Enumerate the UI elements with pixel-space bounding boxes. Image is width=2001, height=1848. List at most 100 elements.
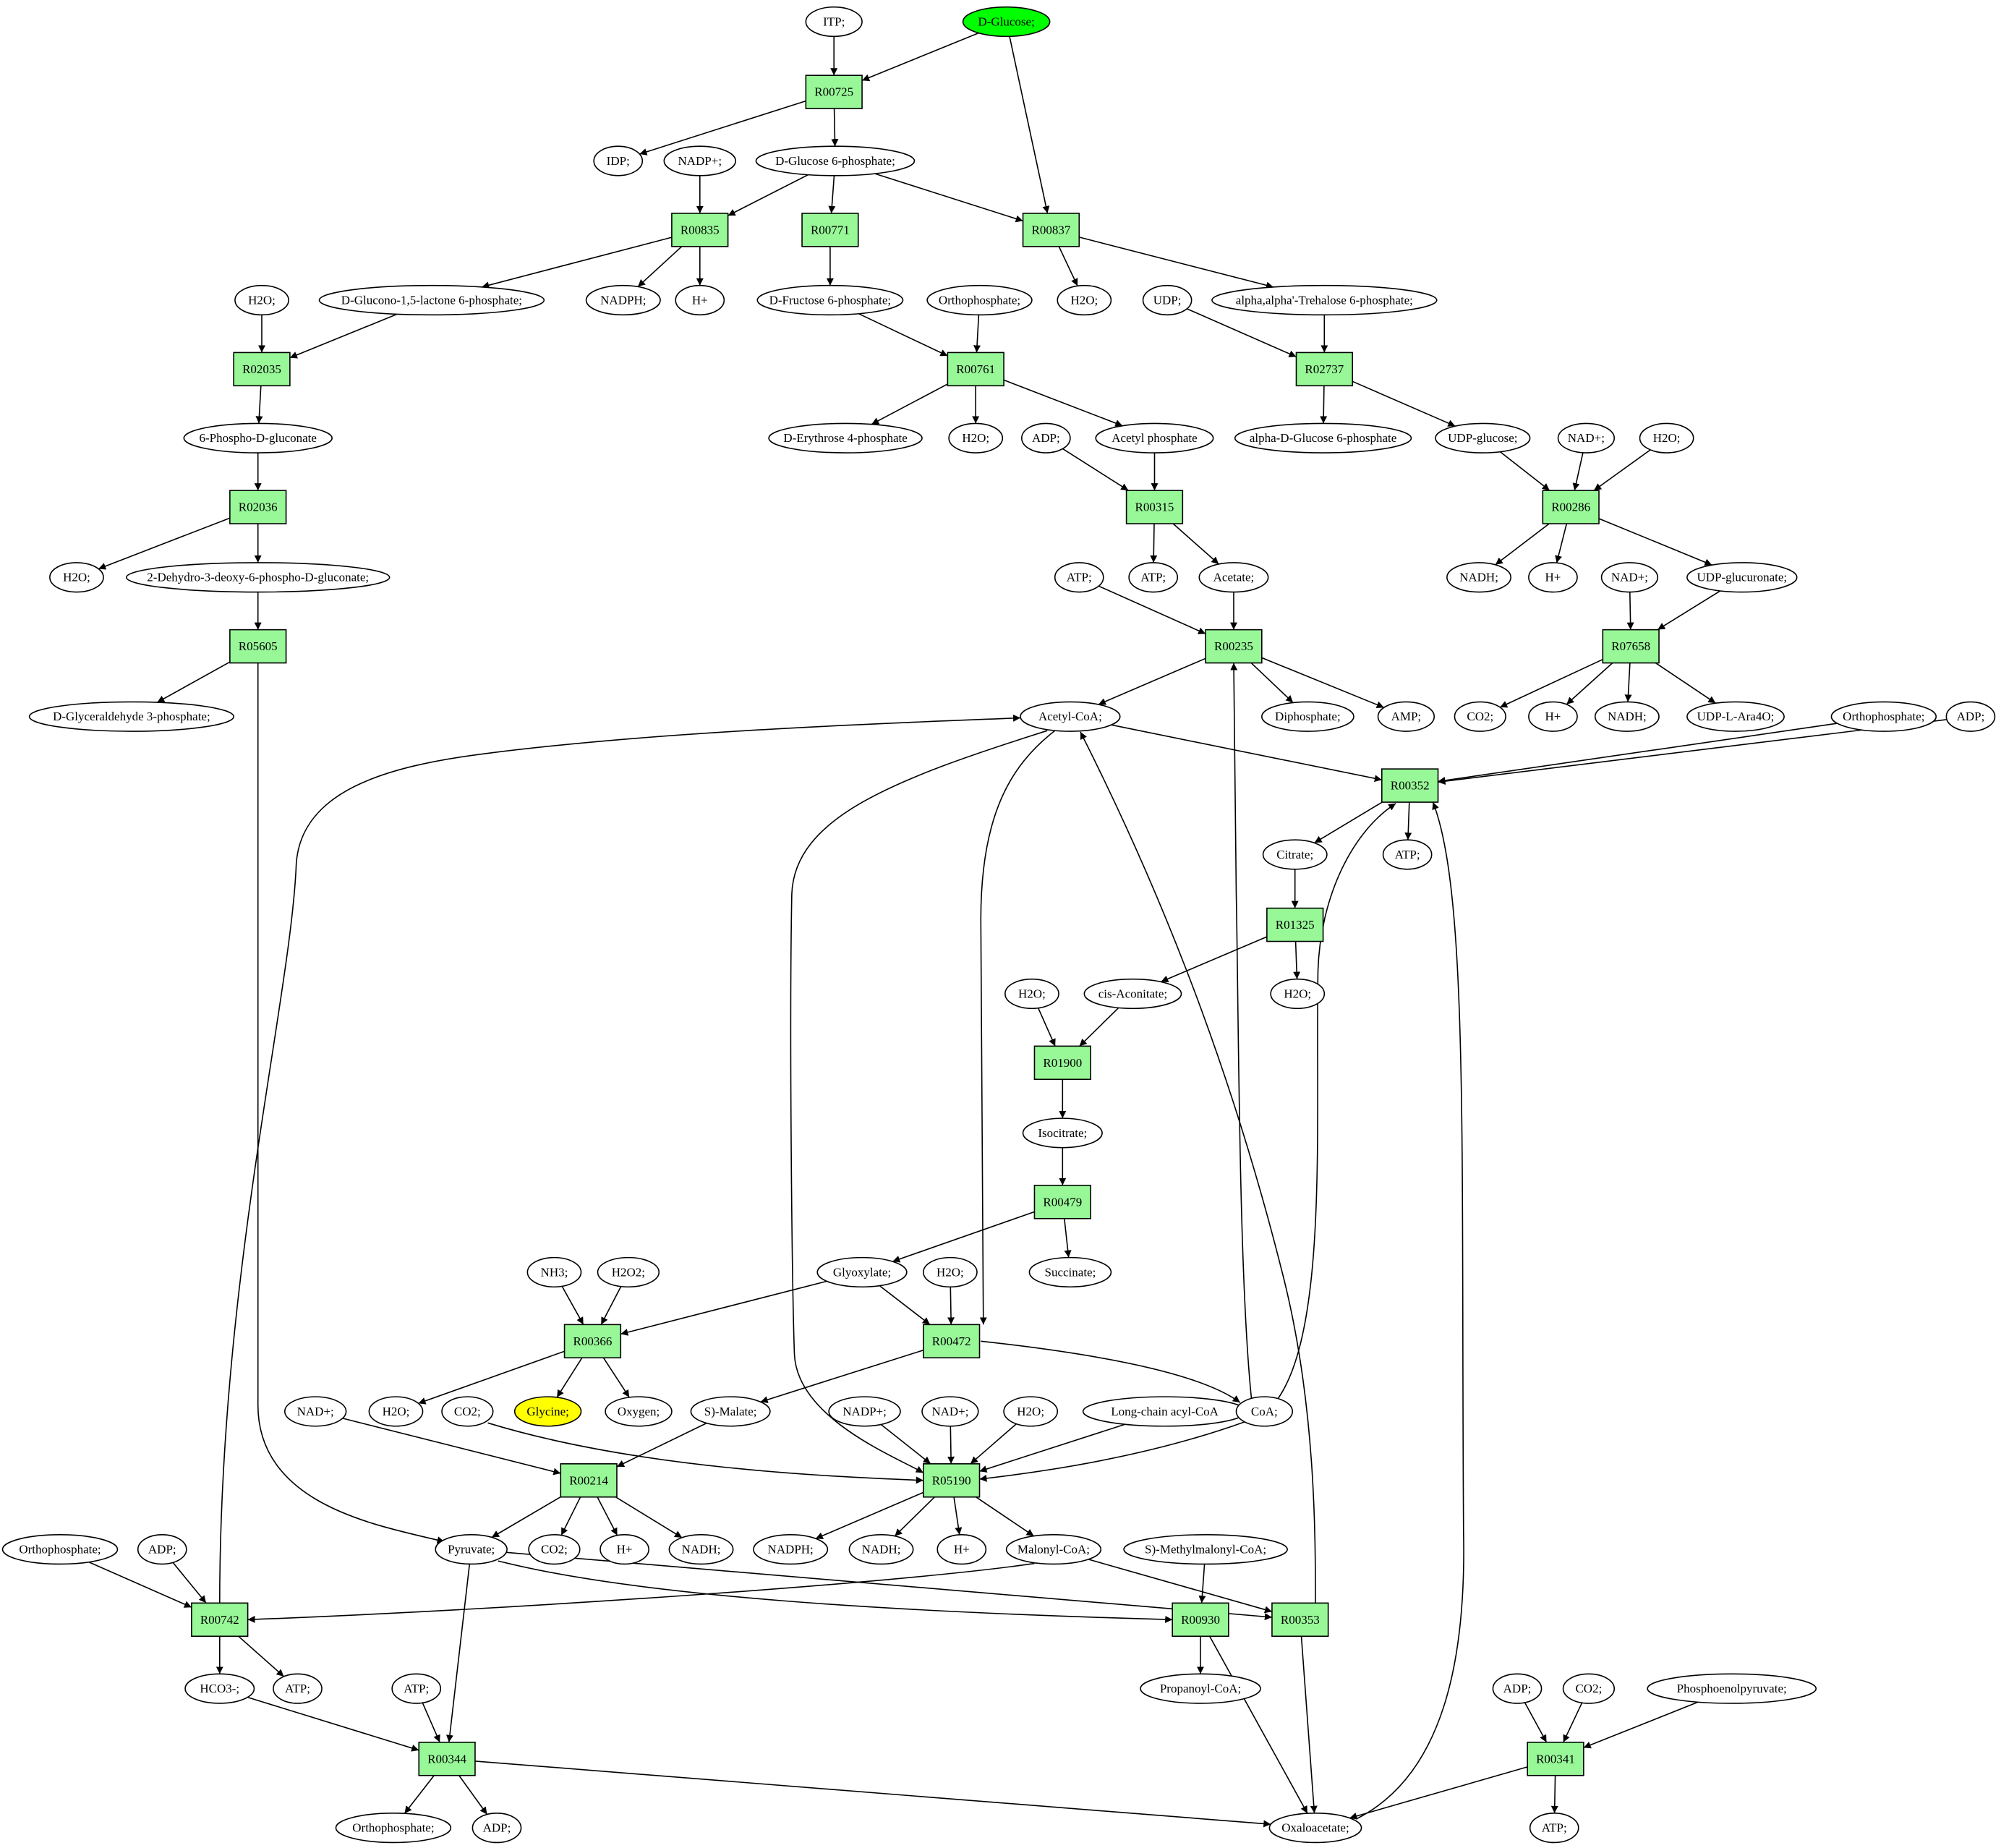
metabolite-ellipse (1198, 562, 1269, 593)
metabolite-label: IDP; (607, 154, 630, 168)
edge-m_pep-to-r_R00341 (1583, 1701, 1699, 1749)
metabolite-ellipse (1594, 701, 1660, 732)
metabolite-node: ATP; (1054, 562, 1104, 593)
metabolite-label: Acetate; (1213, 571, 1255, 584)
edge-m_udpglc-to-r_R00286 (1499, 451, 1550, 491)
metabolite-ellipse (1446, 562, 1511, 593)
metabolite-label: D-Erythrose 4-phosphate (783, 431, 907, 445)
edge-m_ortho3-to-r_R00742 (88, 1561, 192, 1608)
edge-m_g6p-to-r_R00835 (728, 174, 808, 216)
edge-m_glucono-to-r_R02035 (289, 313, 398, 359)
metabolite-node: D-Fructose 6-phosphate; (756, 284, 904, 316)
metabolite-node: H2O; (1270, 978, 1326, 1010)
metabolite-ellipse (1268, 1813, 1362, 1844)
edge-r_R00479-to-m_glyox (892, 1211, 1035, 1263)
edge-r_R00341-to-m_oaa (1349, 1766, 1528, 1820)
metabolite-node: UDP-L-Ara4O; (1686, 701, 1785, 732)
reaction-label: R00315 (1135, 501, 1174, 514)
edge-r_R00344-to-m_adp5 (458, 1775, 488, 1815)
metabolite-ellipse (1003, 1396, 1059, 1427)
metabolite-label: Orthophosphate; (1843, 710, 1924, 723)
reaction-box (229, 490, 287, 524)
metabolite-label: Orthophosphate; (19, 1543, 101, 1557)
reaction-box (1022, 213, 1080, 247)
edge-r_R00286-to-m_udpglcA (1598, 518, 1712, 566)
metabolite-node: D-Erythrose 4-phosphate (768, 422, 923, 454)
metabolite-node: S)-Methylmalonyl-CoA; (1123, 1534, 1288, 1565)
edge-m_h2o_j-to-r_R05190 (970, 1423, 1017, 1465)
reaction-box (233, 352, 291, 387)
edge-r_R00214-to-m_nadh3 (615, 1496, 683, 1538)
metabolite-label: H2O; (63, 571, 90, 584)
reaction-box (560, 1463, 618, 1498)
edge-m_adp4-to-r_R00341 (1524, 1702, 1548, 1743)
reaction-box (1172, 1602, 1229, 1638)
edge-m_adp3-to-r_R00742 (172, 1562, 207, 1604)
metabolite-label: alpha-D-Glucose 6-phosphate (1250, 431, 1396, 445)
metabolite-label: Propanoyl-CoA; (1160, 1682, 1241, 1695)
reaction-label: R00837 (1031, 223, 1070, 237)
metabolite-label: Diphosphate; (1275, 710, 1341, 723)
metabolite-ellipse (368, 1396, 424, 1427)
metabolite-ellipse (1647, 1673, 1817, 1704)
metabolite-node: 2-Dehydro-3-deoxy-6-phospho-D-gluconate; (126, 562, 391, 593)
metabolite-ellipse (318, 284, 545, 316)
metabolite-ellipse (755, 145, 916, 176)
metabolite-node: NADH; (848, 1534, 914, 1565)
reaction-box (1125, 490, 1184, 524)
metabolite-node: NADH; (1446, 562, 1511, 593)
reaction-node: R00235 (1205, 629, 1263, 664)
edge-m_malcoa-to-r_R00353 (1088, 1559, 1273, 1614)
reaction-box (191, 1602, 249, 1638)
metabolite-ellipse (600, 1534, 649, 1565)
metabolite-node: Diphosphate; (1261, 701, 1354, 732)
edge-r_R00214-to-m_hplus4 (597, 1496, 618, 1536)
metabolite-label: ATP; (1395, 848, 1420, 861)
metabolite-ellipse (234, 284, 289, 316)
reaction-node: R00353 (1271, 1602, 1329, 1638)
metabolite-node: H2O; (49, 562, 104, 593)
metabolite-label: NAD+; (297, 1405, 334, 1418)
metabolite-label: ADP; (1503, 1682, 1532, 1695)
reaction-node: R00315 (1125, 490, 1184, 524)
reaction-box (1602, 629, 1660, 664)
edge-r_R07658-to-m_udpara (1655, 662, 1716, 704)
edge-m_smalate-to-r_R00214 (616, 1422, 707, 1468)
metabolite-ellipse (816, 1256, 908, 1288)
edge-m_coa-to-r_R00352 (1276, 803, 1396, 1400)
metabolite-label: NH3; (541, 1265, 568, 1279)
edge-r_R00742-to-m_accoa (219, 714, 1021, 1604)
metabolite-label: D-Glucose; (978, 15, 1034, 29)
reaction-box (1295, 352, 1353, 387)
metabolite-label: ADP; (148, 1543, 176, 1557)
edge-r_R00352-to-m_citrate (1314, 801, 1383, 843)
edge-m_malcoa-to-r_R00742 (247, 1562, 1035, 1623)
metabolite-ellipse (1128, 562, 1179, 593)
metabolite-ellipse (805, 6, 863, 38)
metabolite-ellipse (1028, 1256, 1112, 1288)
metabolite-node: NADPH; (585, 284, 661, 316)
metabolite-ellipse (183, 422, 333, 454)
reaction-node: R00472 (923, 1324, 981, 1359)
metabolite-ellipse (1083, 978, 1182, 1010)
metabolite-label: H2O; (383, 1405, 410, 1418)
edge-m_g6p-to-r_R00771 (828, 175, 836, 213)
metabolite-ellipse (1600, 562, 1659, 593)
metabolite-label: S)-Malate; (704, 1405, 757, 1418)
edge-r_R00235-to-m_amp (1261, 657, 1385, 709)
metabolite-label: D-Fructose 6-phosphate; (769, 294, 892, 307)
reaction-box (1271, 1602, 1329, 1638)
edge-r_R00761-to-m_acp (1003, 379, 1123, 427)
metabolite-label: S)-Methylmalonyl-CoA; (1145, 1543, 1266, 1557)
edge-r_R05605-to-m_pyruvate (257, 663, 445, 1544)
metabolite-label: UDP-glucose; (1448, 431, 1517, 445)
metabolite-ellipse (472, 1813, 522, 1844)
reaction-node: R00214 (560, 1463, 618, 1498)
metabolite-node: NADH; (1594, 701, 1660, 732)
reaction-node: R00366 (563, 1324, 622, 1359)
edge-r_R00315-to-m_atp2 (1150, 524, 1158, 563)
metabolite-label: H+ (692, 294, 708, 307)
reaction-box (1033, 1185, 1091, 1219)
metabolite-node: alpha-D-Glucose 6-phosphate (1234, 422, 1412, 454)
metabolite-label: alpha,alpha'-Trehalose 6-phosphate; (1236, 294, 1413, 307)
